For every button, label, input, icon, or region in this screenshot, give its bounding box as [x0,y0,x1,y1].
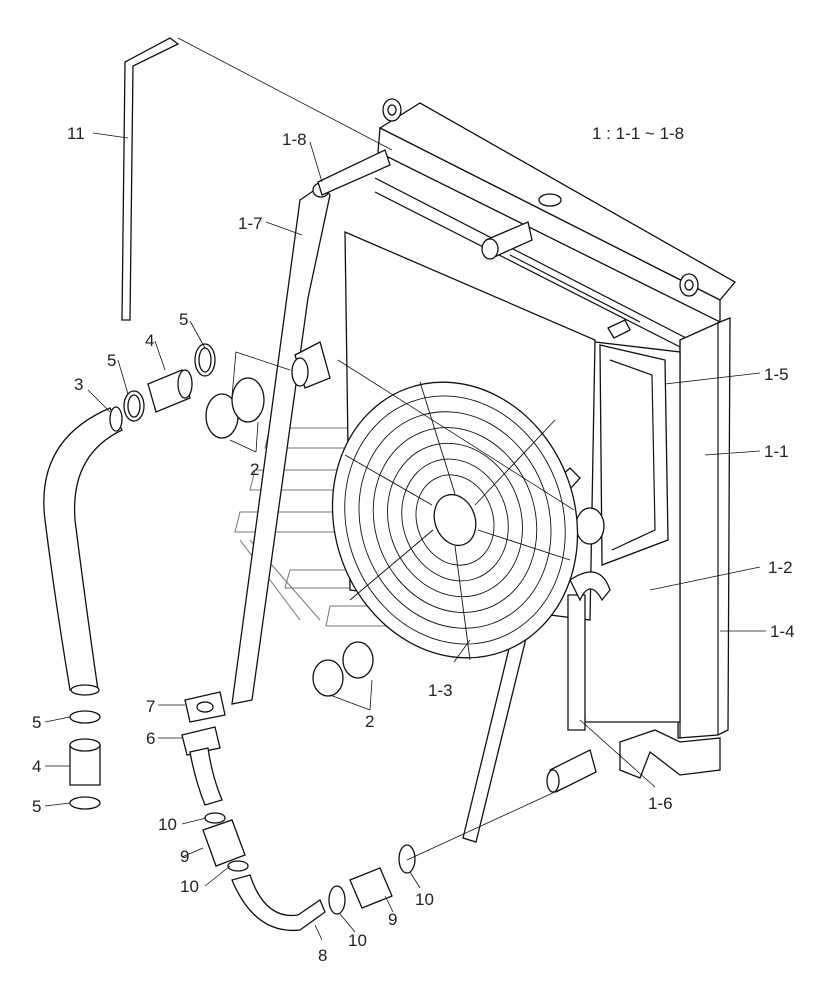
callout-2: 2 [250,460,259,479]
callout-4: 4 [32,757,41,776]
callout-9: 9 [388,910,397,929]
callout-1-7: 1-7 [238,214,263,233]
callout-5: 5 [32,713,41,732]
callout-5: 5 [32,797,41,816]
loose-parts [43,343,597,932]
callout-5: 5 [107,351,116,370]
callout-9: 9 [180,847,189,866]
callout-1-8: 1-8 [282,130,307,149]
callout-3: 3 [74,375,83,394]
callout-labels: 1 : 1-1 ~ 1-8 11 1-8 1-7 5 4 5 3 2 1-5 1… [32,124,795,965]
callout-1-4: 1-4 [770,622,795,641]
leader-lines [44,132,766,941]
callout-11: 11 [67,124,85,143]
callout-10: 10 [158,815,177,834]
callout-8: 8 [318,946,327,965]
callout-1-6: 1-6 [648,794,673,813]
callout-7: 7 [146,697,155,716]
callout-1-5: 1-5 [764,365,789,384]
callout-1-3: 1-3 [428,681,453,700]
callout-2: 2 [365,712,374,731]
callout-1-2: 1-2 [768,558,793,577]
callout-6: 6 [146,729,155,748]
subassembly-note: 1 : 1-1 ~ 1-8 [592,124,684,143]
callout-5: 5 [179,310,188,329]
fan-guard [331,381,579,661]
callout-10: 10 [415,890,434,909]
callout-10: 10 [180,877,199,896]
callout-4: 4 [145,331,154,350]
callout-1-1: 1-1 [764,442,789,461]
callout-10: 10 [348,931,367,950]
